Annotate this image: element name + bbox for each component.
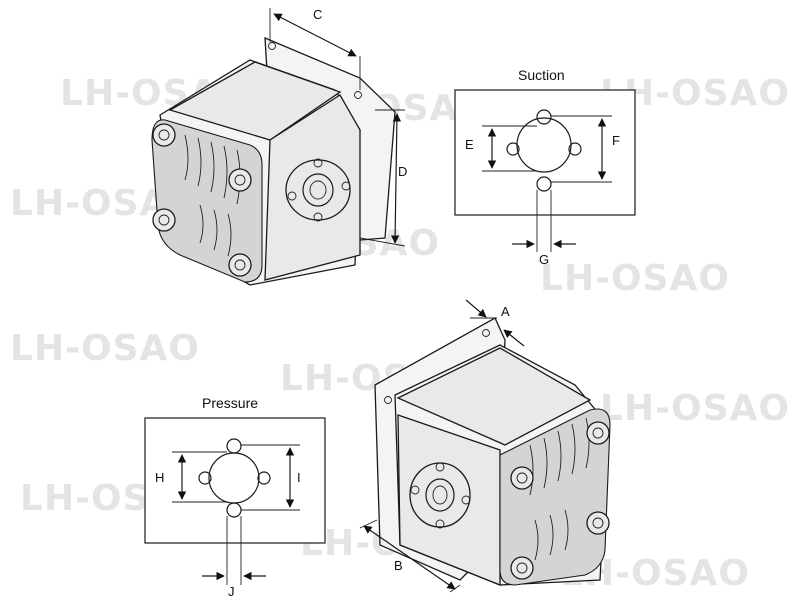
watermark-text: LH-OSAO	[540, 258, 730, 299]
dimension-d: D	[359, 109, 407, 247]
bottom-pump-top-face	[396, 347, 592, 446]
suction-panel: Suction E F G	[454, 67, 636, 267]
top-pump-bolts	[152, 123, 252, 277]
bottom-pump-end-cover	[499, 408, 611, 586]
watermark-text: LH-OSAO	[600, 388, 790, 429]
bottom-pump-port	[409, 462, 471, 529]
top-pump-top-face	[168, 61, 342, 141]
dimension-b-label: B	[394, 558, 403, 573]
dimension-e-label: E	[465, 137, 474, 152]
top-pump-drawing	[151, 36, 396, 286]
pressure-title: Pressure	[202, 395, 258, 411]
dimension-f-label: F	[612, 133, 620, 148]
top-pump-end-cover	[151, 119, 263, 283]
dimension-h-label: H	[155, 470, 164, 485]
dimension-c-label: C	[313, 7, 322, 22]
watermark-text: LH-OSAO	[10, 328, 200, 369]
dimension-c: C	[269, 7, 361, 90]
dimension-j-label: J	[228, 584, 235, 599]
dimension-a: A	[465, 299, 525, 347]
bottom-pump-bolts	[510, 421, 610, 580]
suction-title: Suction	[518, 67, 565, 83]
dimension-b: B	[359, 519, 461, 593]
pressure-panel: Pressure H I J	[144, 395, 326, 599]
dimension-g-label: G	[539, 252, 549, 267]
dimension-d-label: D	[398, 164, 407, 179]
suction-panel-box	[454, 89, 636, 216]
dimension-i-label: I	[297, 470, 301, 485]
top-pump-port	[285, 158, 351, 222]
dimension-a-label: A	[501, 304, 510, 319]
bottom-pump-cover-fins	[529, 417, 590, 561]
